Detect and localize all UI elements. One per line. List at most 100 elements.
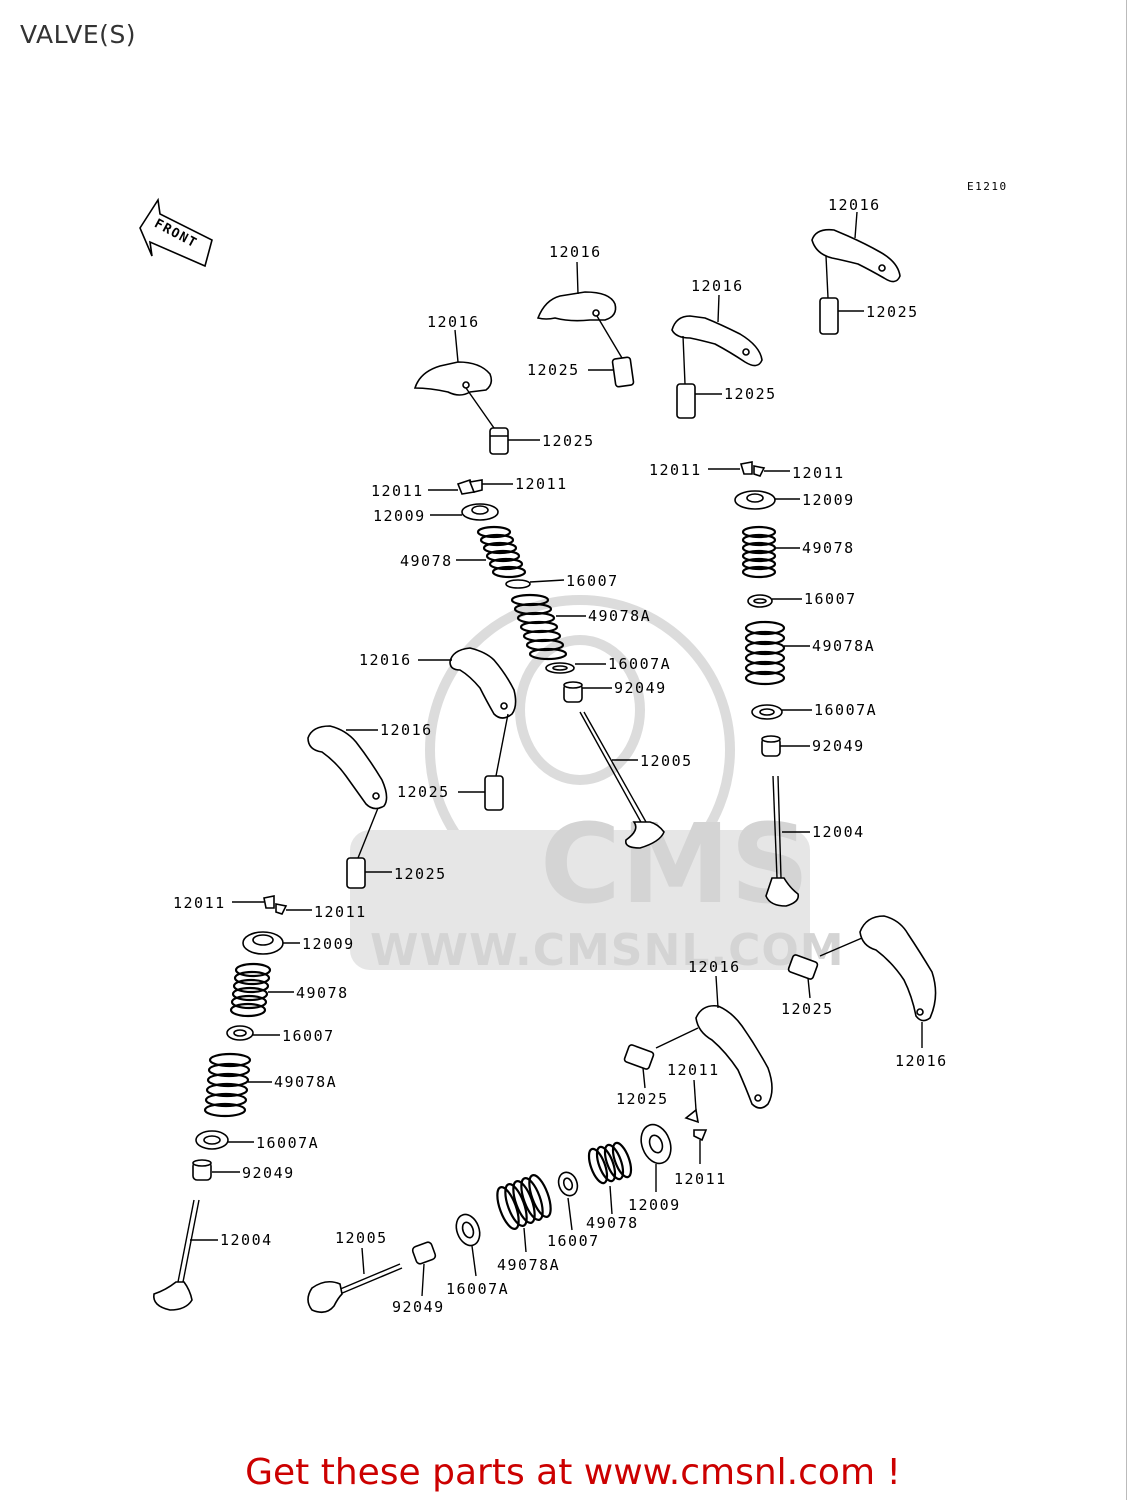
part-label-12016: 12016 <box>895 1052 948 1070</box>
lifter-icon <box>484 775 504 811</box>
part-label-12025: 12025 <box>866 303 919 321</box>
lifter-icon <box>787 954 819 980</box>
rocker-arm-icon <box>413 361 493 396</box>
cotter-icon <box>263 895 288 915</box>
spring-icon <box>203 1052 252 1118</box>
part-label-16007A: 16007A <box>608 655 671 673</box>
rocker-arm-icon <box>307 725 388 810</box>
lifter-icon <box>489 427 509 455</box>
rocker-arm-icon <box>859 915 937 1022</box>
page-title: VALVE(S) <box>20 20 137 49</box>
part-label-49078A: 49078A <box>588 607 651 625</box>
part-label-12025: 12025 <box>397 783 450 801</box>
part-label-12016: 12016 <box>359 651 412 669</box>
part-label-49078: 49078 <box>586 1214 639 1232</box>
lifter-icon <box>676 383 696 419</box>
cotter-icon <box>456 478 483 495</box>
rocker-arm-icon <box>695 1004 773 1109</box>
part-label-12005: 12005 <box>335 1229 388 1247</box>
retainer-icon <box>242 931 284 955</box>
retainer-icon <box>640 1123 672 1165</box>
part-label-49078: 49078 <box>296 984 349 1002</box>
part-label-12011: 12011 <box>371 482 424 500</box>
washer-icon <box>545 662 575 674</box>
seal-icon <box>192 1159 212 1181</box>
part-label-12009: 12009 <box>628 1196 681 1214</box>
lifter-icon <box>623 1044 655 1070</box>
part-label-12025: 12025 <box>724 385 777 403</box>
watermark-logo <box>350 595 810 970</box>
part-label-16007: 16007 <box>804 590 857 608</box>
part-label-92049: 92049 <box>392 1298 445 1316</box>
rocker-arm-icon <box>811 228 901 283</box>
part-label-12011: 12011 <box>314 903 367 921</box>
part-label-12004: 12004 <box>812 823 865 841</box>
part-label-92049: 92049 <box>614 679 667 697</box>
part-label-16007A: 16007A <box>446 1280 509 1298</box>
lifter-icon <box>611 356 635 388</box>
seal-icon <box>761 735 781 757</box>
part-label-16007A: 16007A <box>814 701 877 719</box>
spring-icon <box>476 525 527 579</box>
part-label-12011: 12011 <box>674 1170 727 1188</box>
front-arrow-icon: FRONT <box>139 197 213 268</box>
part-label-49078: 49078 <box>802 539 855 557</box>
part-label-12011: 12011 <box>173 894 226 912</box>
cotter-icon <box>684 1108 708 1142</box>
retainer-icon <box>734 490 776 510</box>
seal-icon <box>411 1241 437 1265</box>
part-label-92049: 92049 <box>812 737 865 755</box>
rocker-arm-icon <box>449 647 517 719</box>
page-border <box>1126 0 1127 1500</box>
part-label-12009: 12009 <box>373 507 426 525</box>
part-label-12009: 12009 <box>302 935 355 953</box>
part-label-12005: 12005 <box>640 752 693 770</box>
spring-icon <box>229 962 272 1018</box>
part-label-12025: 12025 <box>527 361 580 379</box>
spring-icon <box>587 1141 633 1185</box>
part-label-12011: 12011 <box>667 1061 720 1079</box>
part-label-16007: 16007 <box>282 1027 335 1045</box>
washer-icon <box>226 1025 254 1041</box>
washer-icon <box>195 1130 229 1150</box>
washer-icon <box>751 704 783 720</box>
washer-icon <box>557 1171 579 1197</box>
part-label-49078: 49078 <box>400 552 453 570</box>
valve-icon <box>765 775 800 907</box>
part-label-92049: 92049 <box>242 1164 295 1182</box>
part-label-12016: 12016 <box>691 277 744 295</box>
washer-icon <box>747 594 773 608</box>
part-label-12016: 12016 <box>688 958 741 976</box>
part-label-49078A: 49078A <box>812 637 875 655</box>
part-label-49078A: 49078A <box>497 1256 560 1274</box>
valve-icon <box>307 1263 403 1314</box>
valve-icon <box>153 1199 200 1311</box>
rocker-arm-icon <box>671 315 763 367</box>
part-label-12016: 12016 <box>427 313 480 331</box>
washer-icon <box>455 1213 481 1247</box>
retainer-icon <box>461 503 499 521</box>
part-label-49078A: 49078A <box>274 1073 337 1091</box>
part-label-16007: 16007 <box>566 572 619 590</box>
footer-link[interactable]: Get these parts at www.cmsnl.com ! <box>245 1452 901 1493</box>
spring-icon <box>496 1174 552 1230</box>
watermark-url: WWW.CMSNL.COM <box>370 925 845 976</box>
cotter-icon <box>739 461 766 477</box>
part-label-12016: 12016 <box>380 721 433 739</box>
part-label-12004: 12004 <box>220 1231 273 1249</box>
part-label-16007: 16007 <box>547 1232 600 1250</box>
part-label-12011: 12011 <box>649 461 702 479</box>
part-label-12011: 12011 <box>792 464 845 482</box>
lifter-icon <box>819 297 839 335</box>
part-label-12016: 12016 <box>828 196 881 214</box>
part-label-12009: 12009 <box>802 491 855 509</box>
seal-icon <box>563 681 583 703</box>
spring-icon <box>510 593 568 661</box>
valve-icon <box>579 711 665 849</box>
part-label-12011: 12011 <box>515 475 568 493</box>
part-label-16007A: 16007A <box>256 1134 319 1152</box>
watermark-brand: CMS <box>540 800 810 928</box>
part-label-12025: 12025 <box>781 1000 834 1018</box>
part-label-12025: 12025 <box>616 1090 669 1108</box>
